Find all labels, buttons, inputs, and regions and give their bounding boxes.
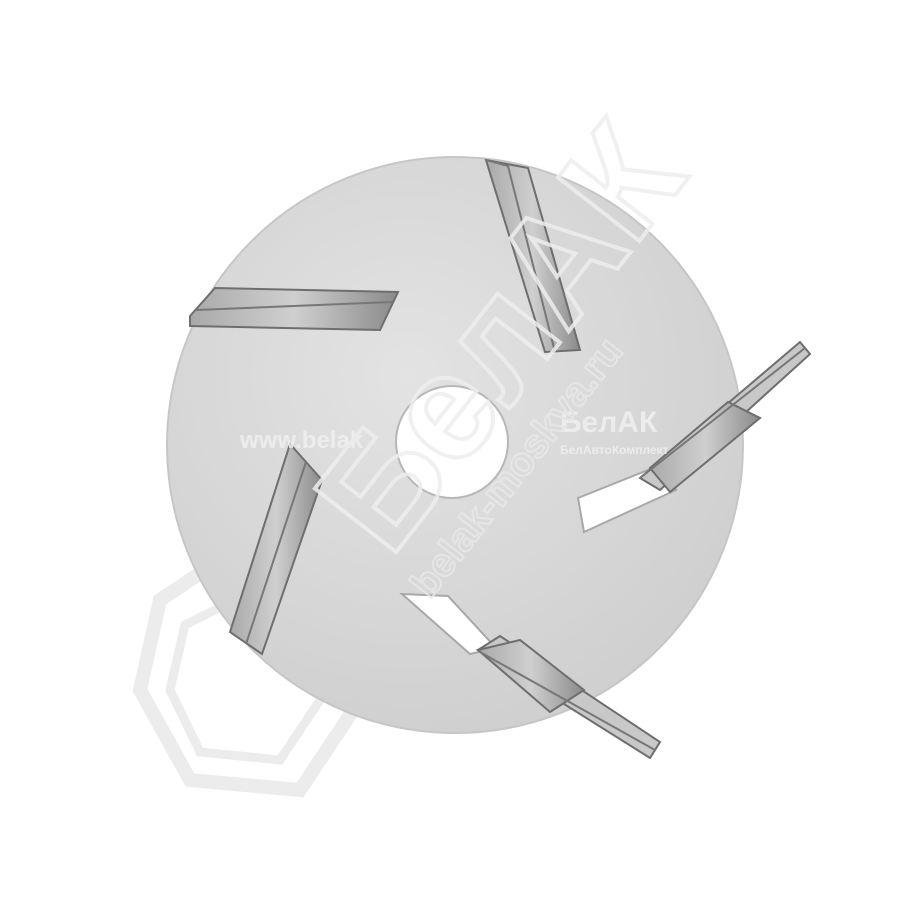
watermark-brand: БелАК [560, 406, 658, 439]
blade-lower-left [228, 442, 324, 656]
watermark-brand-sub: БелАвтоКомплект [560, 443, 669, 457]
blade-top [484, 158, 582, 354]
watermark-url-left: www.belak [239, 427, 364, 454]
blade-left [189, 286, 400, 332]
center-hole [395, 385, 509, 499]
blade-right [638, 340, 812, 494]
blade-bottom [475, 634, 662, 760]
